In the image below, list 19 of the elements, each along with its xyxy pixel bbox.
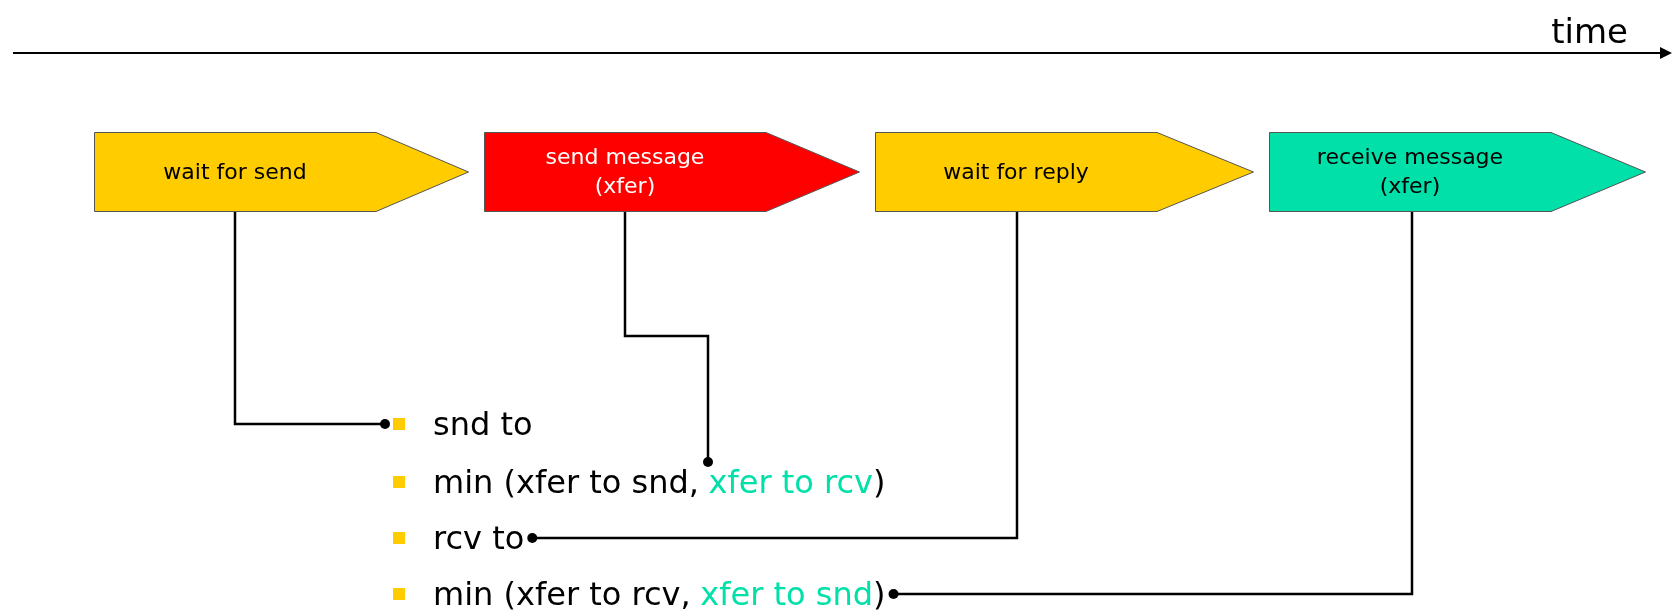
step-label: send message (xfer) <box>544 143 706 200</box>
list-item-text: snd to <box>433 405 533 443</box>
list-item-text: rcv to <box>433 519 525 557</box>
connector-line <box>527 212 1019 543</box>
highlighted-text: xfer to snd) <box>700 575 886 613</box>
connector-line <box>888 212 1414 599</box>
step-label: wait for send <box>163 157 307 186</box>
list-item-text: min (xfer to rcv, <box>433 575 691 613</box>
process-step-pentagon <box>1269 132 1646 212</box>
process-step-pentagon <box>484 132 860 212</box>
process-step-pentagon <box>875 132 1254 212</box>
highlighted-text: xfer to rcv) <box>708 463 886 501</box>
list-item-text: min (xfer to snd, <box>433 463 699 501</box>
connector-line <box>233 212 390 429</box>
connector-line <box>623 212 713 467</box>
axis-label: time <box>1551 12 1628 50</box>
step-label: receive message (xfer) <box>1315 143 1505 200</box>
process-step-pentagon <box>94 132 469 212</box>
step-label: wait for reply <box>943 157 1089 186</box>
